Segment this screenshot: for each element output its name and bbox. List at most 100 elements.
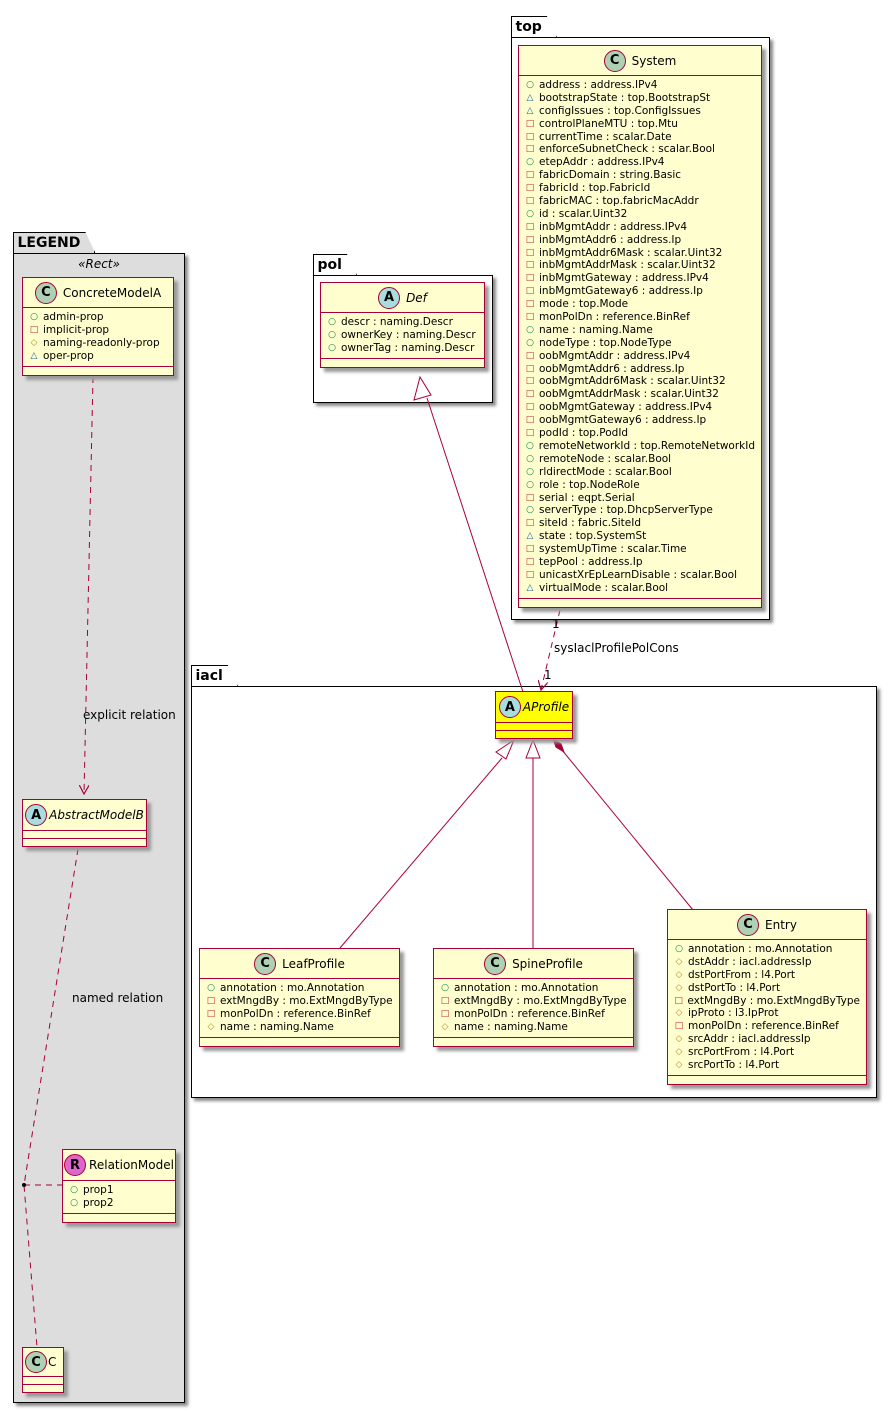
attribute-row: ○remoteNode : scalar.Bool [525,453,755,466]
attribute-text: prop2 [83,1196,114,1209]
legend-class-target[interactable]: C C [22,1347,64,1393]
attribute-text: srcPortTo : l4.Port [688,1059,780,1072]
implicit-visibility-icon: □ [440,995,450,1006]
legend-class-concrete[interactable]: C ConcreteModelA ○admin-prop□implicit-pr… [22,277,174,376]
class-leafprofile[interactable]: C LeafProfile ○annotation : mo.Annotatio… [199,948,400,1047]
attribute-text: systemUpTime : scalar.Time [539,543,687,556]
admin-visibility-icon: ○ [526,505,534,516]
attribute-row: □serial : eqpt.Serial [525,492,755,505]
naming-visibility-icon: ◇ [675,1034,683,1045]
attribute-text: inbMgmtGateway6 : address.Ip [539,285,703,298]
class-icon: C [25,1351,47,1373]
attribute-row: ◇srcPortFrom : l4.Port [674,1046,860,1059]
class-spineprofile[interactable]: C SpineProfile ○annotation : mo.Annotati… [433,948,634,1047]
attribute-text: podId : top.PodId [539,427,629,440]
naming-visibility-icon: ◇ [30,337,38,348]
attribute-row: □enforceSubnetCheck : scalar.Bool [525,143,755,156]
attribute-text: virtualMode : scalar.Bool [539,581,669,594]
attribute-row: △ virtualMode : scalar.Bool [525,582,755,595]
attribute-text: fabricId : top.FabricId [539,182,651,195]
class-name: C [48,1355,57,1369]
attribute-text: mode : top.Mode [539,298,629,311]
attribute-text: tepPool : address.Ip [539,555,643,568]
implicit-visibility-icon: □ [206,1008,216,1019]
implicit-visibility-icon: □ [525,144,535,155]
attribute-text: ipProto : l3.IpProt [688,1007,779,1020]
attribute-text: controlPlaneMTU : top.Mtu [539,117,678,130]
implicit-visibility-icon: □ [525,402,535,413]
attribute-row: ○prop1 [69,1184,169,1197]
attribute-row: □inbMgmtGateway6 : address.Ip [525,285,755,298]
attribute-row: ◇naming-readonly-prop [29,337,167,350]
admin-visibility-icon: ○ [526,479,534,490]
admin-visibility-icon: ○ [328,342,336,353]
class-aprofile[interactable]: A AProfile [495,691,573,739]
attribute-row: ◇ srcAddr : iacl.addressIp [674,1033,860,1046]
attribute-list [23,831,146,839]
implicit-visibility-icon: □ [525,428,535,439]
class-system[interactable]: C System ○address : address.IPv4△bootstr… [518,45,762,608]
attribute-list: ○admin-prop□implicit-prop◇naming-readonl… [23,308,173,367]
class-name: SpineProfile [512,956,583,971]
attribute-text: ownerKey : naming.Descr [341,328,476,341]
attribute-row: ○rldirectMode : scalar.Bool [525,466,755,479]
naming-visibility-icon: ◇ [675,1060,683,1071]
method-list [23,1385,63,1392]
naming-visibility-icon: ◇ [441,1021,449,1032]
attribute-row: ◇dstPortFrom : l4.Port [674,969,860,982]
class-entry[interactable]: C Entry ○annotation : mo.Annotation◇dstA… [667,909,867,1085]
attribute-text: inbMgmtAddr : address.IPv4 [539,220,688,233]
attribute-text: descr : naming.Descr [341,316,453,328]
attribute-row: □currentTime : scalar.Date [525,131,755,144]
method-list [496,731,572,738]
attribute-row: □fabricMAC : top.fabricMacAddr [525,195,755,208]
admin-visibility-icon: ○ [70,1197,78,1208]
attribute-row: □oobMgmtAddr6Mask : scalar.Uint32 [525,375,755,388]
attribute-text: inbMgmtAddr6Mask : scalar.Uint32 [539,246,723,259]
attribute-row: □extMngdBy : mo.ExtMngdByType [674,995,860,1008]
class-def[interactable]: A Def ○descr : naming.Descr○ownerKey : n… [320,282,485,368]
class-name: AProfile [522,700,570,714]
attribute-text: monPolDn : reference.BinRef [454,1007,605,1020]
oper-visibility-icon: △ [526,582,534,593]
legend-class-abstract[interactable]: A AbstractModelB [22,799,147,847]
attribute-row: △configIssues : top.ConfigIssues [525,105,755,118]
method-list [200,1038,399,1046]
package-top-label: top [511,16,557,37]
class-name: ConcreteModelA [62,285,162,300]
legend-class-relation[interactable]: R RelationModel ○prop1○prop2 [62,1149,176,1223]
oper-visibility-icon: △ [526,531,534,542]
attribute-text: annotation : mo.Annotation [220,982,365,994]
attribute-text: implicit-prop [43,323,110,336]
attribute-row: □inbMgmtAddr6 : address.Ip [525,234,755,247]
attribute-row: □inbMgmtAddr : address.IPv4 [525,221,755,234]
attribute-text: oobMgmtAddr6 : address.Ip [539,362,685,375]
attribute-row: ○id : scalar.Uint32 [525,208,755,221]
attribute-text: monPolDn : reference.BinRef [220,1007,371,1020]
admin-visibility-icon: ○ [207,983,215,993]
implicit-visibility-icon: □ [525,273,535,284]
class-icon: C [737,913,760,936]
attribute-text: extMngdBy : mo.ExtMngdByType [687,994,860,1007]
label-source-multiplicity: 1 [552,617,560,631]
attribute-text: srcAddr : iacl.addressIp [688,1033,811,1046]
attribute-row: □ podId : top.PodId [525,427,755,440]
package-legend-label: LEGEND [13,232,96,253]
implicit-visibility-icon: □ [525,415,535,426]
attribute-row: ○annotation : mo.Annotation [674,943,860,956]
attribute-text: unicastXrEpLearnDisable : scalar.Bool [539,568,738,581]
attribute-text: remoteNode : scalar.Bool [539,452,672,465]
implicit-visibility-icon: □ [525,518,535,529]
admin-visibility-icon: ○ [675,944,683,954]
attribute-text: dstPortTo : l4.Port [688,981,781,994]
naming-visibility-icon: ◇ [675,1008,683,1019]
attribute-text: monPolDn : reference.BinRef [688,1020,839,1033]
admin-visibility-icon: ○ [328,317,336,327]
attribute-row: ○ descr : naming.Descr [327,316,478,329]
attribute-row: ○etepAddr : address.IPv4 [525,156,755,169]
class-name: System [631,53,677,68]
attribute-text: id : scalar.Uint32 [539,207,628,220]
attribute-row: ◇dstPortTo : l4.Port [674,982,860,995]
attribute-text: dstPortFrom : l4.Port [688,968,796,981]
attribute-row: □extMngdBy : mo.ExtMngdByType [440,995,627,1008]
